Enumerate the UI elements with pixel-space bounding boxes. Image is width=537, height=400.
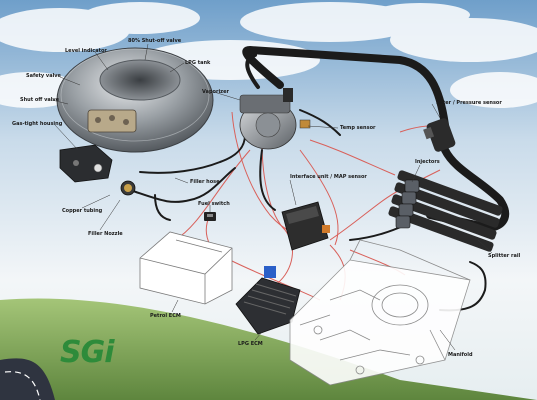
petrol-ecm [139, 231, 233, 305]
grass-field [0, 298, 537, 400]
label-copper-tubing: Copper tubing [62, 208, 103, 214]
label-injectors: Injectors [415, 159, 440, 165]
leader-lines [51, 43, 493, 351]
label-gas-tight-housing: Gas-tight housing [12, 121, 63, 127]
fuel-switch [204, 212, 216, 221]
intake-manifold [289, 239, 471, 386]
filter-pressure-sensor [423, 118, 456, 152]
label-vaporizer: Vaporizer [202, 89, 229, 95]
label-shut-off-valve: Shut off valve [20, 97, 60, 103]
label-filler-nozzle: Filler Nozzle [88, 231, 123, 237]
label-safety-valve: Safety valve [26, 73, 61, 79]
sgi-logo: SGi [60, 335, 115, 370]
label-fuel-switch: Fuel switch [198, 201, 230, 207]
lpg-tank [56, 47, 214, 153]
interface-map-sensor [281, 201, 330, 251]
label-filter-pressure-sensor: Filter / Pressure sensor [436, 100, 502, 106]
road-line [4, 371, 41, 400]
filler-nozzle [120, 180, 136, 196]
road [0, 358, 55, 400]
gas-tight-housing [59, 144, 113, 183]
label-lpg-ecm: LPG ECM [238, 341, 263, 347]
vaporizer [239, 88, 311, 150]
label-petrol-ecm: Petrol ECM [150, 313, 181, 319]
injectors-splitter-rail [388, 170, 503, 252]
label-splitter-rail: Splitter rail [488, 253, 521, 259]
label-filler-hose: Filler hose [190, 179, 220, 185]
label-80-shutoff-valve: 80% Shut-off valve [128, 38, 182, 44]
label-manifold: Manifold [448, 352, 473, 358]
label-temp-sensor: Temp sensor [340, 125, 376, 131]
lpg-ecm [235, 266, 301, 335]
label-interface-map-sensor: Interface unit / MAP sensor [290, 174, 367, 180]
label-level-indicator: Level indicator [65, 48, 107, 54]
label-lpg-tank: LPG tank [185, 60, 211, 66]
